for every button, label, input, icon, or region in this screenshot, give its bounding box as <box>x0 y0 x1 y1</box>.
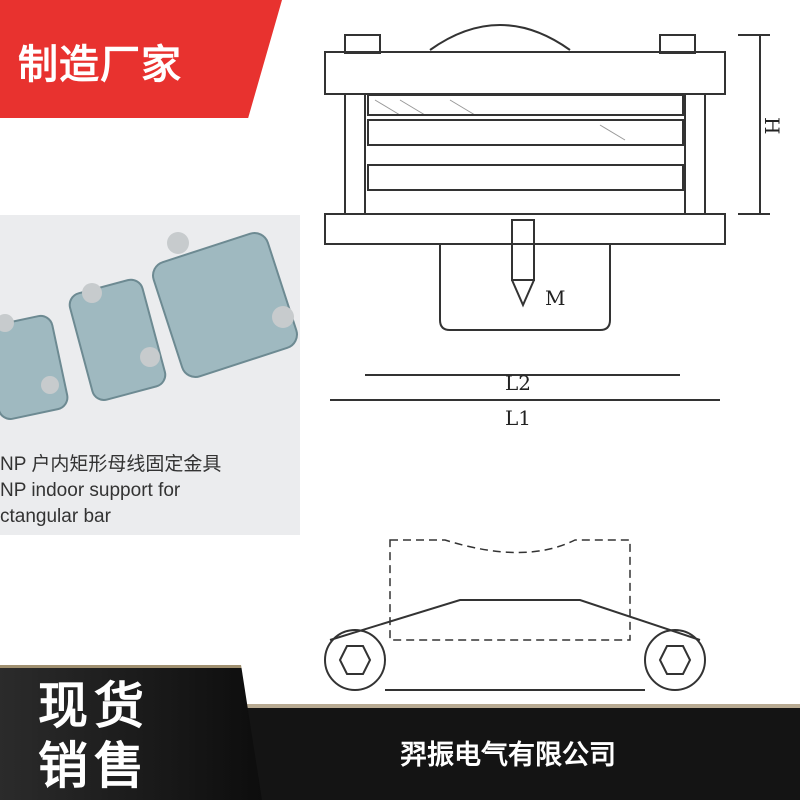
in-stock-text: 现货销售 <box>38 677 150 795</box>
bus-clamp-illustration <box>0 232 298 420</box>
caption-en-1: NP indoor support for <box>0 480 181 501</box>
label-h: H <box>760 117 784 134</box>
label-l1: L1 <box>505 406 531 430</box>
company-name: 羿振电气有限公司 <box>400 740 616 771</box>
product-caption: NP 户内矩形母线固定金具 NP indoor support for ctan… <box>0 452 221 530</box>
product-photo <box>0 215 300 535</box>
caption-en-2: ctangular bar <box>0 506 111 527</box>
label-l2: L2 <box>505 371 531 395</box>
manufacturer-badge-text: 制造厂家 <box>18 42 182 88</box>
manufacturer-badge: 制造厂家 <box>0 0 282 118</box>
label-m: M <box>545 286 565 310</box>
in-stock-badge: 现货销售 <box>0 665 262 800</box>
caption-cn: NP 户内矩形母线固定金具 <box>0 454 222 475</box>
